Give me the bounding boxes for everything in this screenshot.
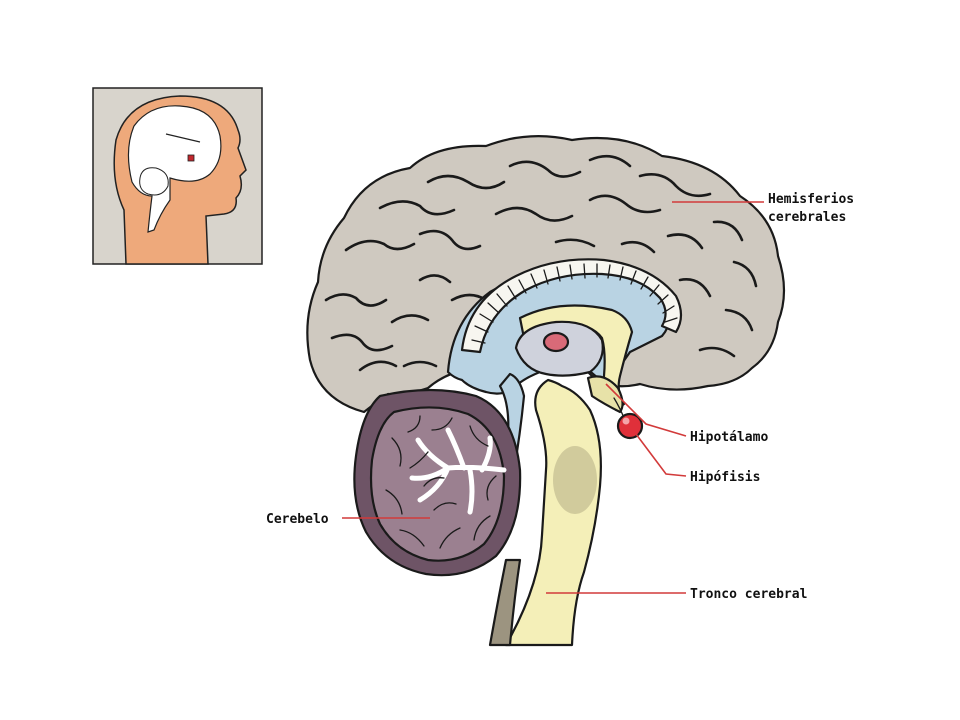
- leader-hipofisis: [635, 433, 687, 477]
- label-cerebelo: Cerebelo: [266, 512, 430, 527]
- label-tronco: Tronco cerebral: [546, 587, 807, 602]
- label-tronco-text: Tronco cerebral: [690, 587, 807, 602]
- brainstem: [504, 378, 602, 647]
- cerebellum-folia: [385, 415, 497, 549]
- arbor-vitae: [409, 427, 507, 515]
- hypothalamus: [586, 375, 624, 414]
- pineal-body: [542, 331, 570, 353]
- pituitary-highlight: [622, 417, 630, 425]
- pons-shade: [553, 446, 597, 514]
- pituitary-gland: [616, 412, 644, 440]
- inset-line: [165, 133, 201, 143]
- label-hemisferios-line2: cerebrales: [768, 210, 846, 225]
- label-hipofisis-text: Hipófisis: [690, 470, 760, 485]
- label-hemisferios-line1: Hemisferios: [768, 192, 854, 207]
- spinal-strip: [488, 558, 522, 647]
- inset-brain-silhouette: [127, 105, 222, 233]
- cortex-folds: [324, 154, 758, 372]
- inset-head-thumbnail: [92, 87, 263, 265]
- cerebellum: [353, 388, 522, 577]
- label-hipofisis: Hipófisis: [635, 433, 760, 485]
- leader-hipotalamo: [605, 383, 687, 437]
- label-hemisferios: Hemisferios cerebrales: [672, 192, 854, 225]
- label-hipotalamo: Hipotálamo: [605, 383, 768, 445]
- label-cerebelo-text: Cerebelo: [266, 512, 329, 527]
- inset-marker: [187, 154, 195, 162]
- label-hipotalamo-text: Hipotálamo: [690, 430, 768, 445]
- inset-cerebellum: [139, 167, 169, 196]
- corpus-callosum-stripes: [471, 263, 678, 344]
